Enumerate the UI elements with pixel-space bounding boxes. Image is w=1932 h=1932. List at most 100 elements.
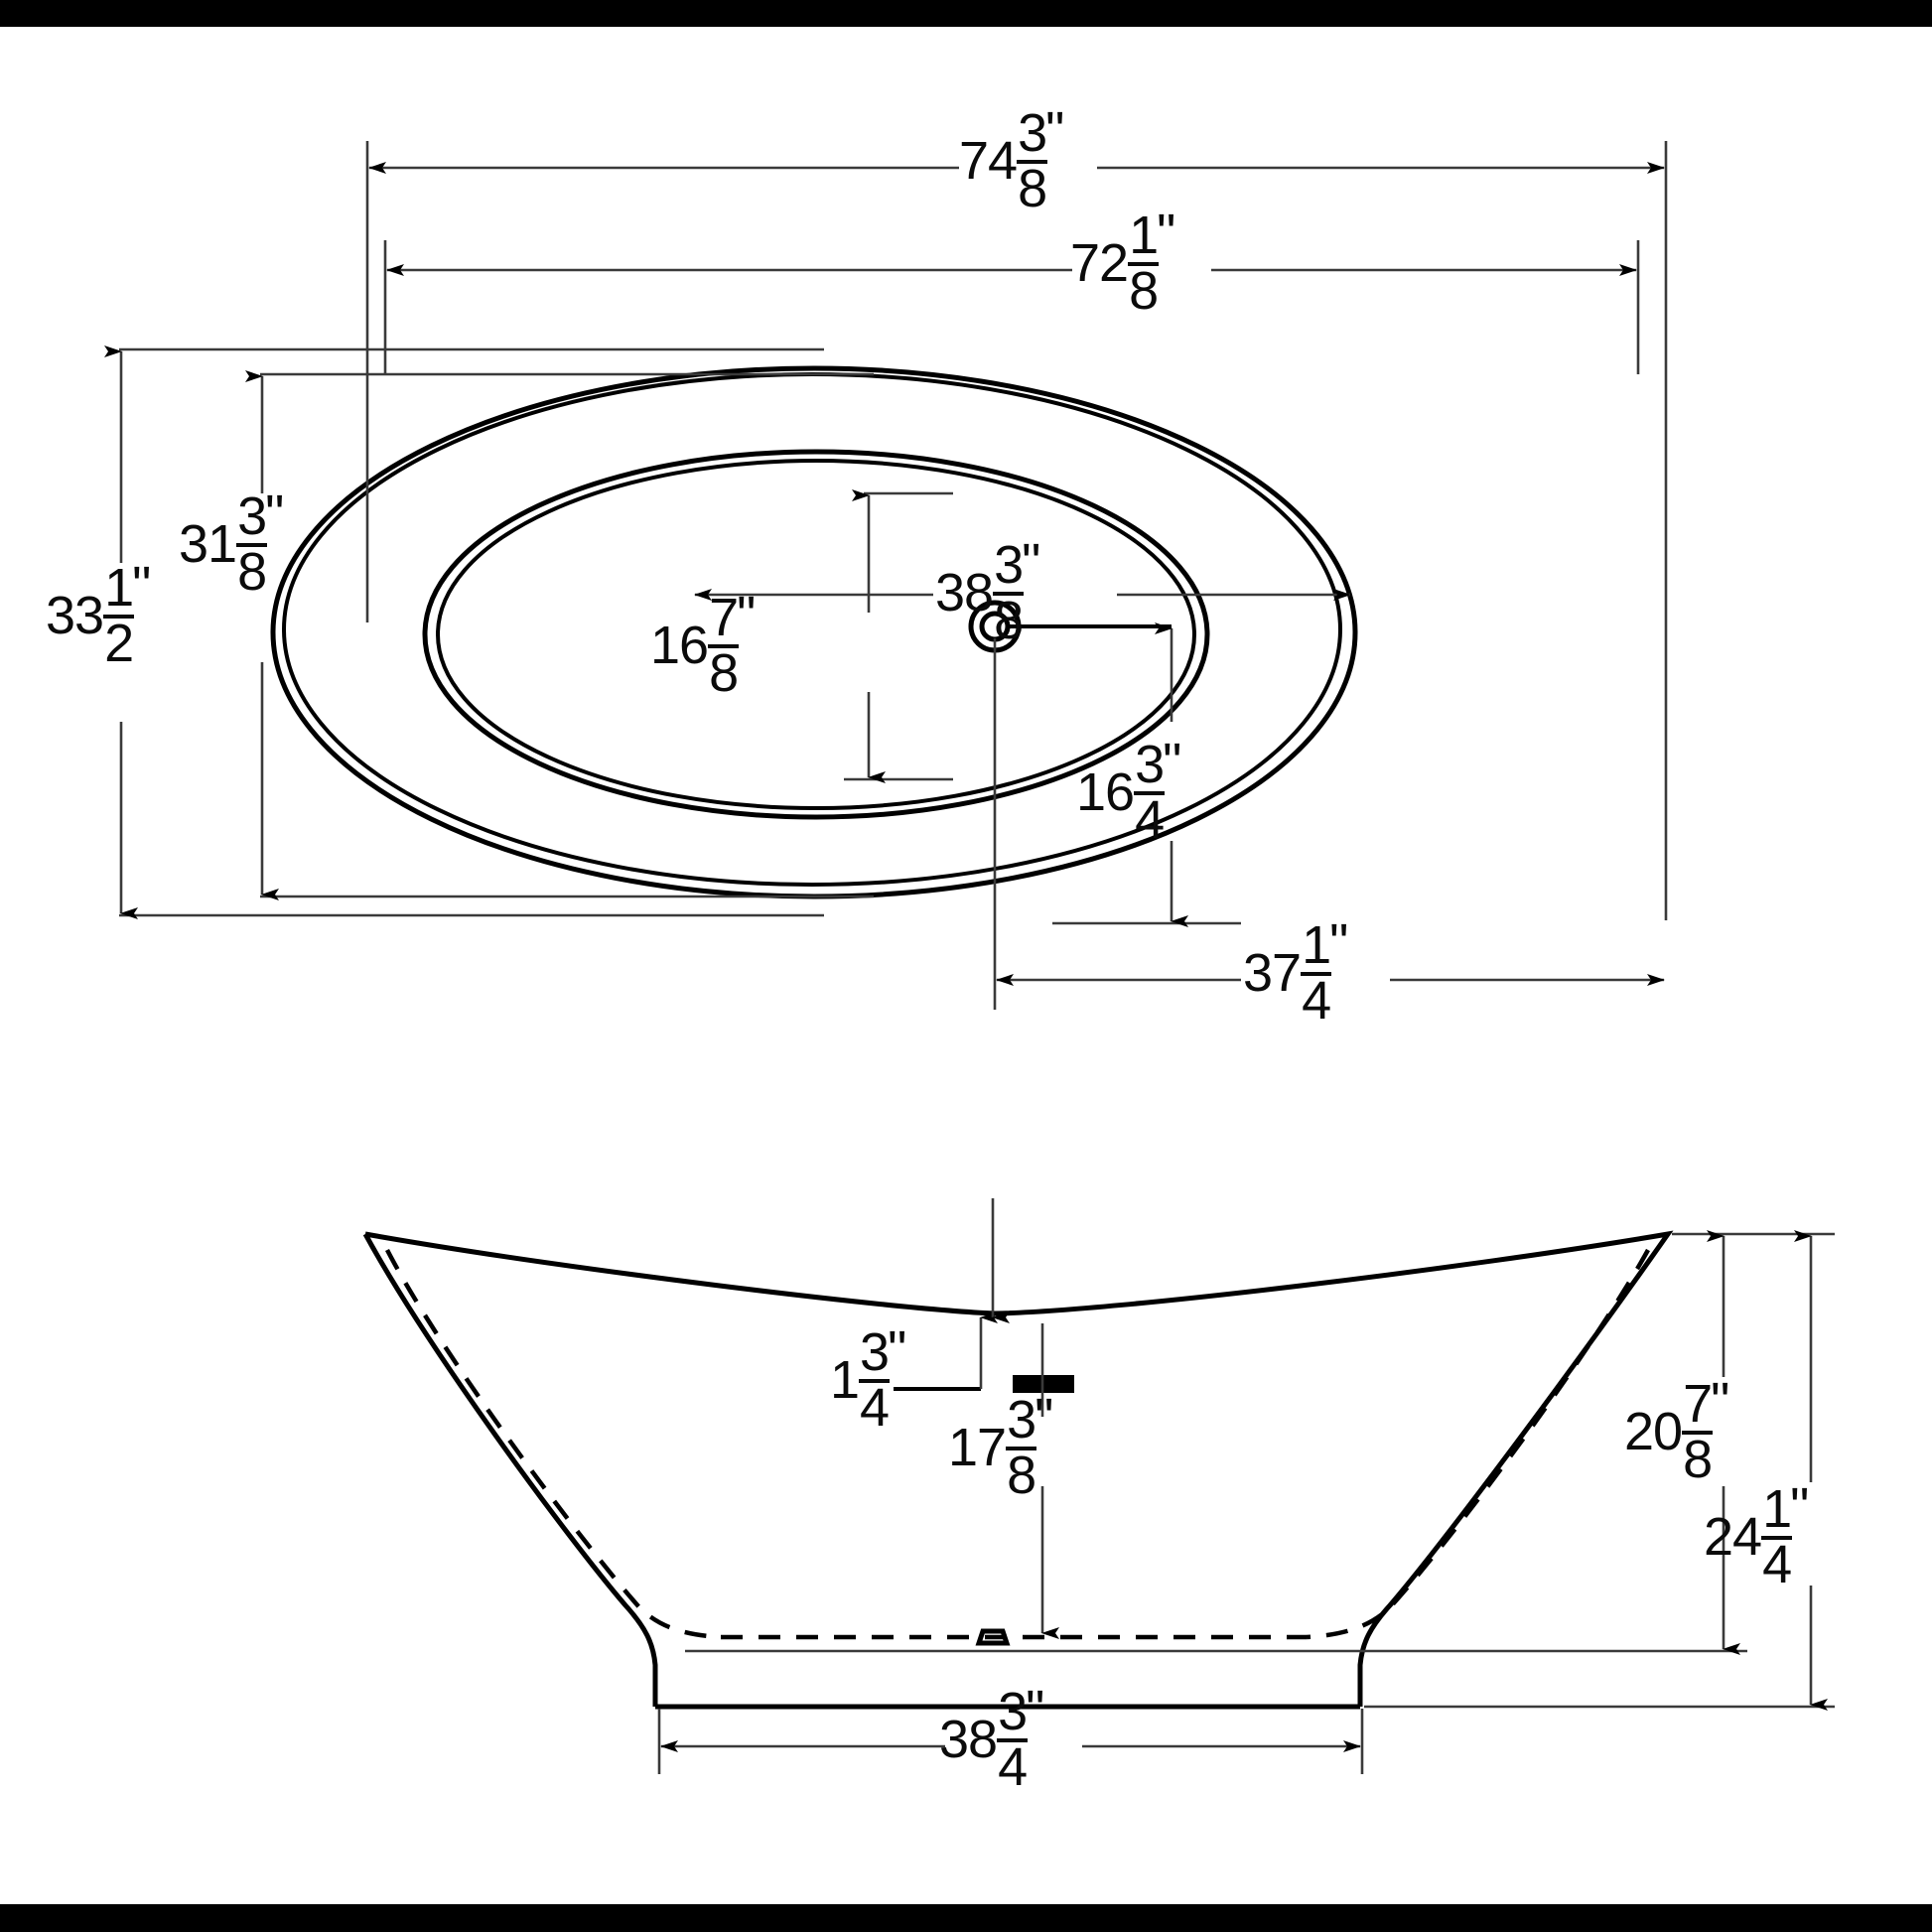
dim-whole: 1 [830, 1349, 860, 1410]
fraction-bar [103, 614, 135, 619]
inch-mark: " [1329, 913, 1348, 973]
inch-mark: " [1163, 733, 1181, 792]
dim-denominator: 4 [998, 1736, 1028, 1797]
dim-numerator: 3 [1135, 735, 1165, 794]
inch-mark: " [1045, 101, 1064, 161]
fraction-bar [708, 643, 740, 648]
fraction-bar [1128, 261, 1160, 266]
dim-whole: 17 [948, 1417, 1007, 1477]
drain-boss [975, 1628, 1011, 1646]
inch-mark: " [1035, 1388, 1053, 1448]
dim-numerator: 1 [1302, 915, 1331, 975]
dim-whole: 38 [935, 562, 994, 622]
fraction-bar [1761, 1535, 1793, 1540]
dim-numerator: 3 [994, 535, 1024, 595]
dim-numerator: 1 [1762, 1479, 1792, 1539]
dim-numerator: 3 [1007, 1390, 1036, 1449]
fraction-bar [1017, 159, 1048, 164]
dim-numerator: 1 [1129, 206, 1159, 265]
dim-numerator: 3 [998, 1682, 1028, 1741]
fraction-bar [859, 1378, 891, 1383]
inch-mark: " [1711, 1372, 1729, 1432]
tub-inner-profile-hidden [385, 1248, 722, 1640]
tub-outer-profile-left [362, 1232, 658, 1707]
inch-mark: " [1790, 1477, 1809, 1537]
tub-inner-profile-hidden-right [1306, 1248, 1650, 1640]
inch-mark: " [265, 484, 284, 544]
elevation-view-group [362, 1198, 1835, 1774]
dim-denominator: 8 [237, 541, 267, 602]
dim-numerator: 7 [1683, 1374, 1713, 1434]
inch-mark: " [1026, 1680, 1044, 1739]
dim-denominator: 8 [994, 590, 1024, 650]
letterbox-bottom [0, 1904, 1932, 1932]
tub-outer-profile [364, 1230, 1674, 1707]
dim-whole: 16 [1076, 761, 1135, 822]
dim-whole: 16 [650, 615, 709, 675]
dim-whole: 37 [1243, 942, 1302, 1003]
dim-denominator: 8 [709, 642, 739, 703]
letterbox-top [0, 0, 1932, 27]
dim-denominator: 8 [1129, 260, 1159, 321]
fraction-bar [1006, 1446, 1037, 1450]
dim-numerator: 3 [1018, 103, 1047, 163]
dim-numerator: 3 [237, 486, 267, 546]
plan-view-group [104, 141, 1668, 1010]
dim-whole: 33 [46, 585, 104, 645]
dim-denominator: 4 [1762, 1534, 1792, 1594]
dim-numerator: 3 [860, 1322, 890, 1382]
dim-whole: 24 [1704, 1506, 1762, 1567]
dim-whole: 31 [179, 513, 237, 574]
drawing-svg [104, 141, 1835, 1774]
fraction-bar [1682, 1430, 1714, 1435]
dim-denominator: 2 [104, 613, 134, 673]
basin-outer-ellipse [422, 449, 1210, 820]
dim-denominator: 4 [1302, 970, 1331, 1031]
fraction-bar [236, 542, 268, 547]
dim-numerator: 7 [709, 588, 739, 647]
inch-mark: " [1022, 533, 1040, 593]
fraction-bar [1301, 971, 1332, 976]
inch-mark: " [737, 586, 756, 645]
inch-mark: " [132, 556, 151, 616]
fraction-bar [1134, 790, 1166, 795]
dim-whole: 72 [1070, 232, 1129, 293]
dim-denominator: 4 [860, 1377, 890, 1438]
fraction-bar [993, 591, 1025, 596]
dim-numerator: 1 [104, 558, 134, 618]
dim-whole: 74 [959, 130, 1018, 191]
basin-inner-ellipse [436, 459, 1196, 810]
fraction-bar [997, 1737, 1029, 1742]
dim-denominator: 8 [1007, 1445, 1036, 1505]
inch-mark: " [888, 1320, 906, 1380]
inch-mark: " [1157, 204, 1175, 263]
dim-denominator: 8 [1018, 158, 1047, 218]
dim-whole: 20 [1624, 1401, 1683, 1461]
